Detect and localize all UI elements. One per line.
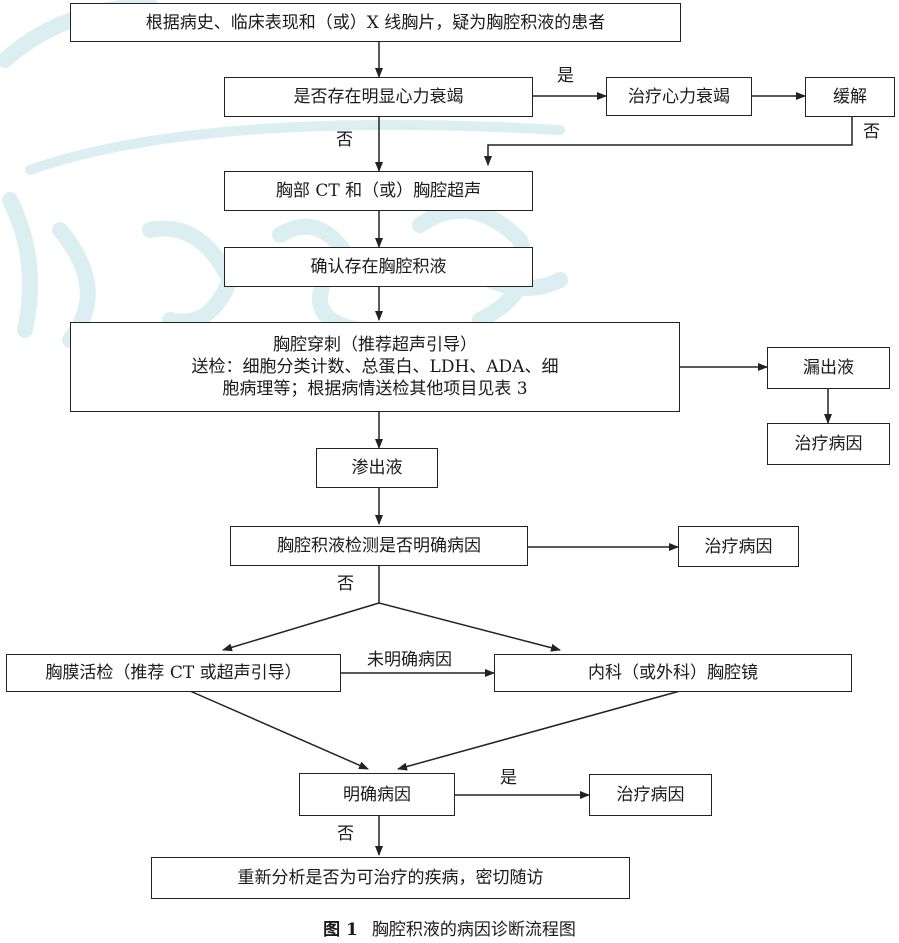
node-thoracentesis: 胸腔穿刺（推荐超声引导） 送检：细胞分类计数、总蛋白、LDH、ADA、细 胞病理…	[70, 322, 680, 412]
node-reanalyze-followup: 重新分析是否为可治疗的疾病，密切随访	[151, 857, 630, 899]
thoracentesis-line-2: 送检：细胞分类计数、总蛋白、LDH、ADA、细	[191, 357, 559, 377]
arrow-n13-n15	[189, 690, 369, 770]
label-no-heart-failure: 否	[336, 130, 353, 150]
node-exudate: 渗出液	[316, 448, 438, 488]
node-pleural-biopsy: 胸膜活检（推荐 CT 或超声引导）	[6, 654, 341, 692]
figure-number: 图 1	[323, 920, 358, 940]
arrow-split-n14	[378, 602, 561, 652]
node-suspected-effusion: 根据病史、临床表现和（或）X 线胸片，疑为胸腔积液的患者	[70, 3, 681, 42]
label-no-final: 否	[337, 824, 354, 844]
figure-title: 胸腔积液的病因诊断流程图	[371, 920, 576, 940]
node-cause-identified: 明确病因	[299, 773, 455, 816]
label-yes-cause: 是	[500, 768, 517, 788]
figure-caption: 图 1 胸腔积液的病因诊断流程图	[0, 915, 899, 940]
node-ct-ultrasound: 胸部 CT 和（或）胸腔超声	[224, 171, 533, 211]
node-transudate: 漏出液	[767, 347, 890, 389]
arrow-n4-n5	[484, 117, 853, 166]
label-yes-heart-failure: 是	[557, 66, 574, 86]
node-heart-failure-check: 是否存在明显心力衰竭	[224, 77, 533, 117]
label-no-relief: 否	[863, 122, 880, 142]
thoracentesis-line-3: 胞病理等；根据病情送检其他项目见表 3	[222, 379, 528, 399]
node-treat-cause-exudate: 治疗病因	[678, 526, 799, 567]
node-cause-identified-check: 胸腔积液检测是否明确病因	[230, 526, 528, 566]
label-unclear-cause: 未明确病因	[367, 650, 452, 670]
node-treat-cause-transudate: 治疗病因	[767, 423, 890, 465]
node-relief: 缓解	[805, 77, 895, 117]
arrow-split-n13	[222, 602, 380, 652]
node-treat-cause-final: 治疗病因	[589, 774, 712, 816]
node-confirm-effusion: 确认存在胸腔积液	[224, 247, 533, 287]
node-thoracoscopy: 内科（或外科）胸腔镜	[494, 654, 852, 692]
label-no-cause: 否	[337, 574, 354, 594]
node-treat-heart-failure: 治疗心力衰竭	[606, 77, 752, 116]
thoracentesis-line-1: 胸腔穿刺（推荐超声引导）	[273, 335, 477, 355]
arrow-n14-n15	[397, 690, 681, 771]
